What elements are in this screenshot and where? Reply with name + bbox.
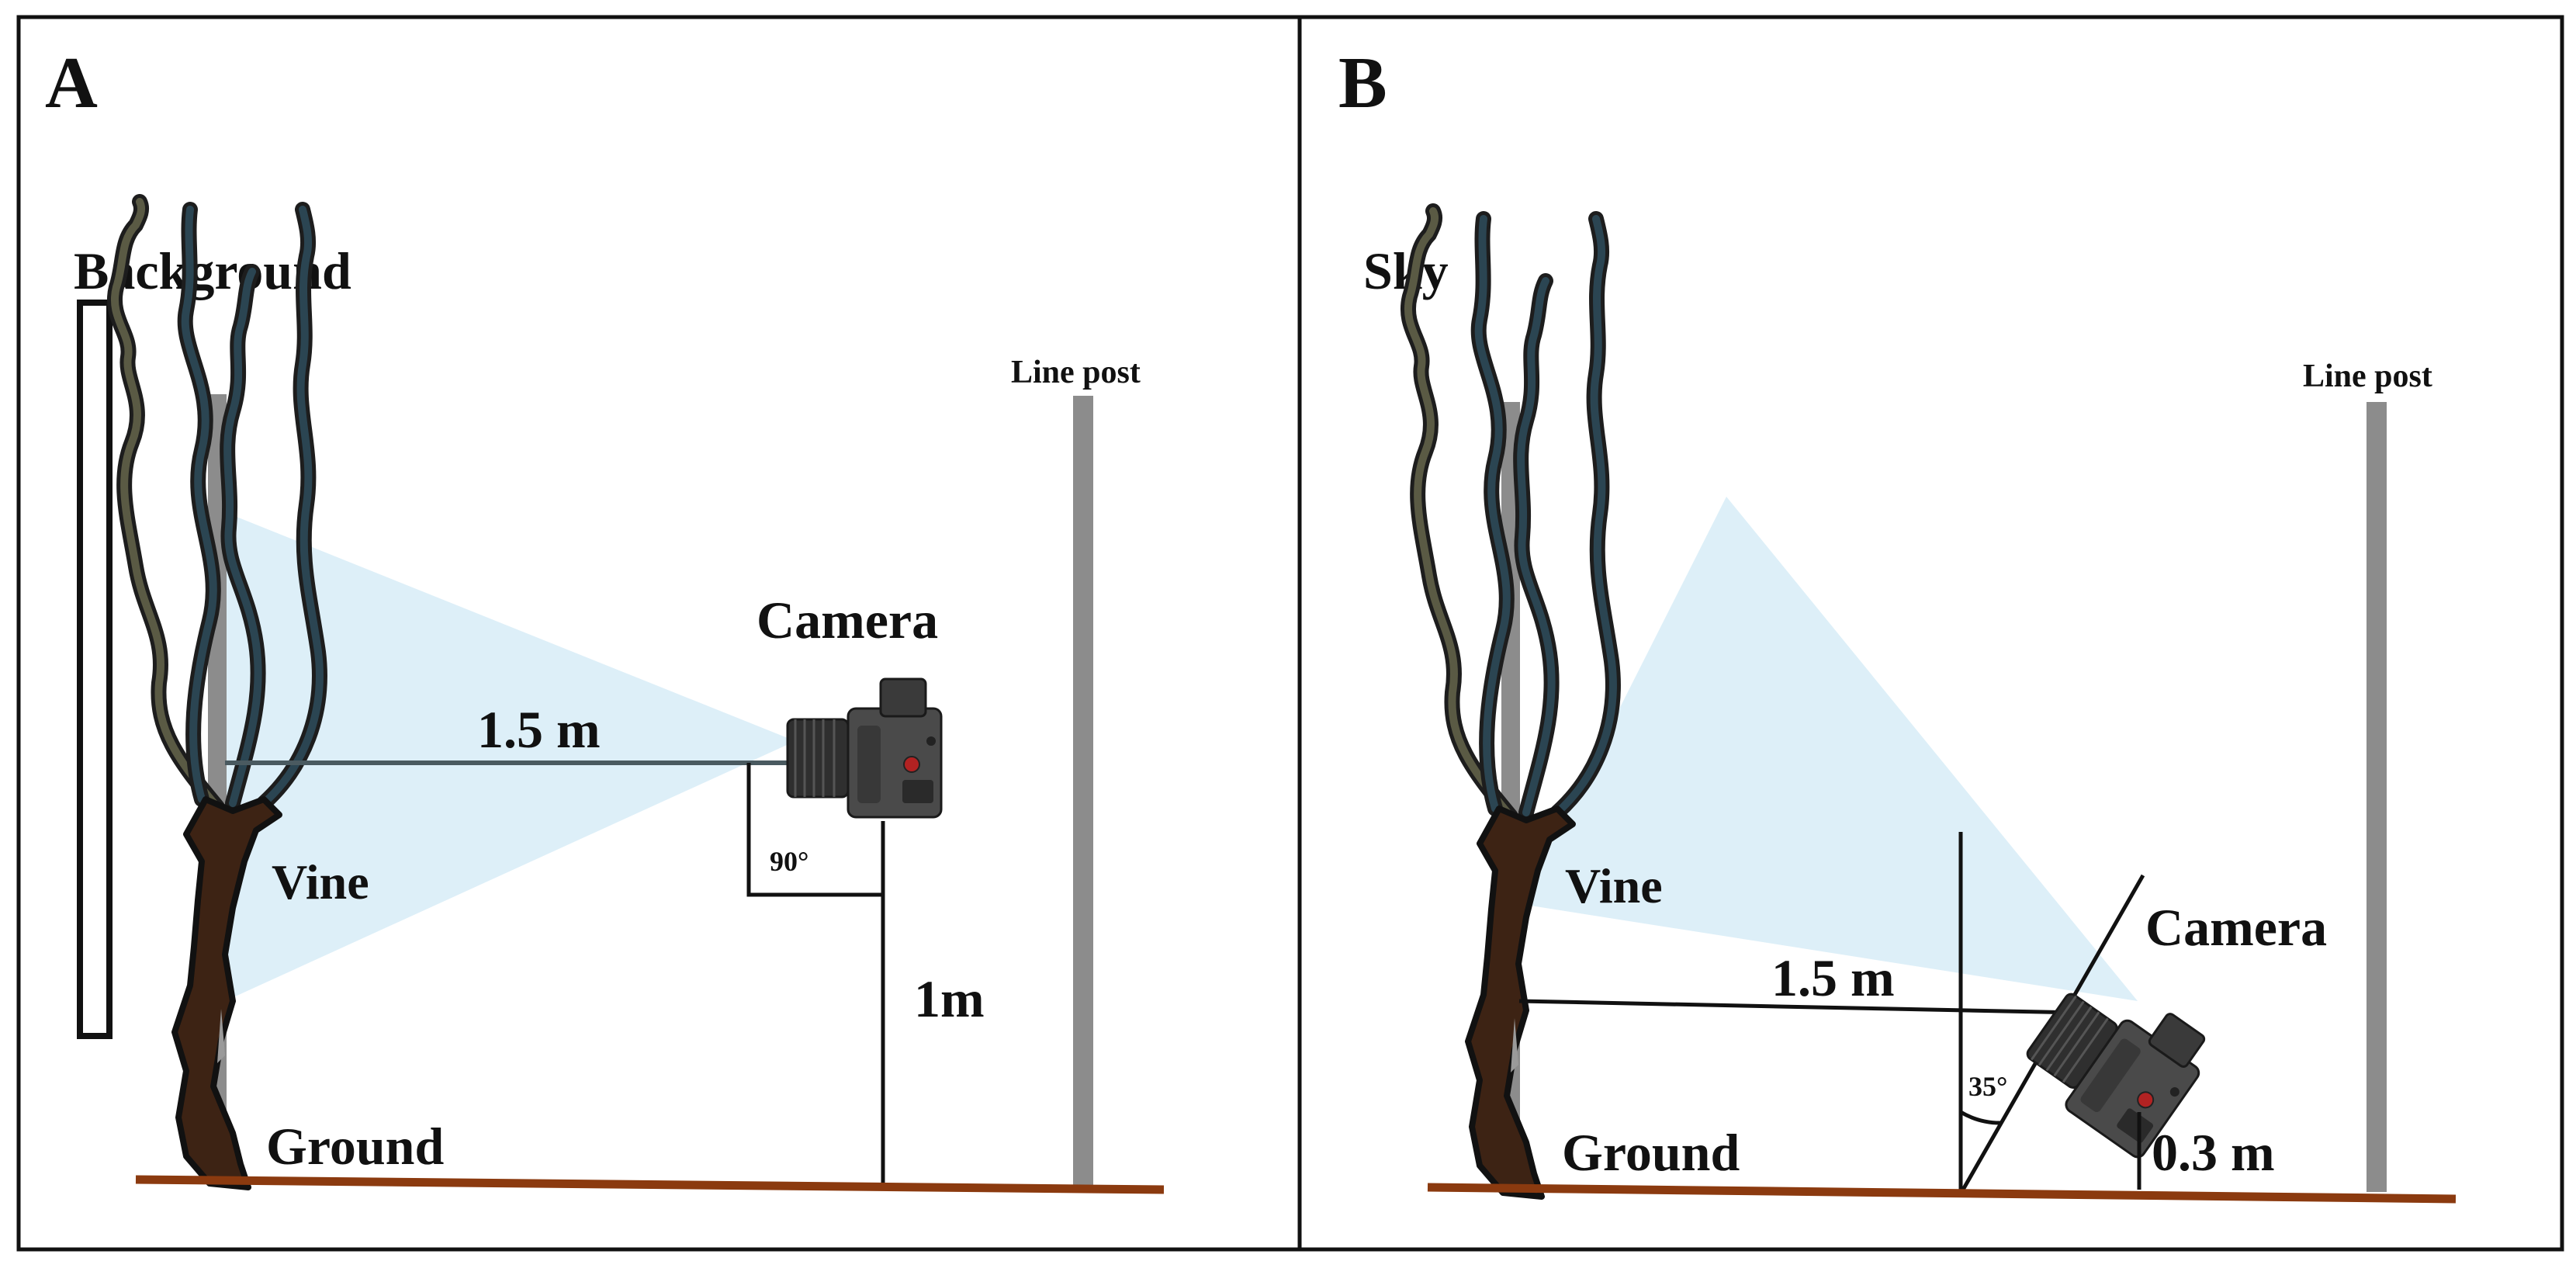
line-post-label: Line post (1011, 355, 1141, 390)
line-post-label: Line post (2303, 359, 2432, 394)
camera-label: Camera (2145, 898, 2327, 957)
ground-label: Ground (1562, 1123, 1740, 1182)
angle-label: 35° (1968, 1071, 2007, 1102)
height-label: 0.3 m (2152, 1123, 2275, 1182)
camera-icon (786, 677, 943, 819)
ground-line (1427, 1183, 2457, 1204)
vine-label: Vine (272, 854, 369, 909)
panel-b: B Sky Vine 1.5 m 35° Camera 0.3 m Line p… (1338, 43, 2457, 1204)
figure-frame (16, 15, 2564, 1252)
ground-line (135, 1175, 1165, 1194)
distance-line (1518, 999, 2080, 1015)
line-post-icon (2367, 402, 2387, 1192)
angle-label: 90° (770, 846, 808, 877)
line-post-icon (1073, 396, 1093, 1186)
distance-label: 1.5 m (1771, 948, 1895, 1007)
field-of-view (1521, 497, 2138, 1001)
panel-a: A Background Vine 1.5 m 90° 1m Camera Li… (45, 43, 1165, 1194)
height-label: 1m (914, 969, 985, 1028)
vine-label: Vine (1565, 858, 1663, 913)
panel-a-letter: A (45, 43, 98, 123)
angle-arc (1959, 1110, 2003, 1125)
right-angle-marker (746, 763, 883, 897)
distance-label: 1.5 m (477, 700, 601, 759)
panel-b-letter: B (1338, 43, 1387, 123)
background-board-icon (77, 300, 113, 1039)
field-of-view (225, 512, 795, 1001)
ground-label: Ground (266, 1117, 444, 1176)
camera-label: Camera (757, 591, 938, 650)
